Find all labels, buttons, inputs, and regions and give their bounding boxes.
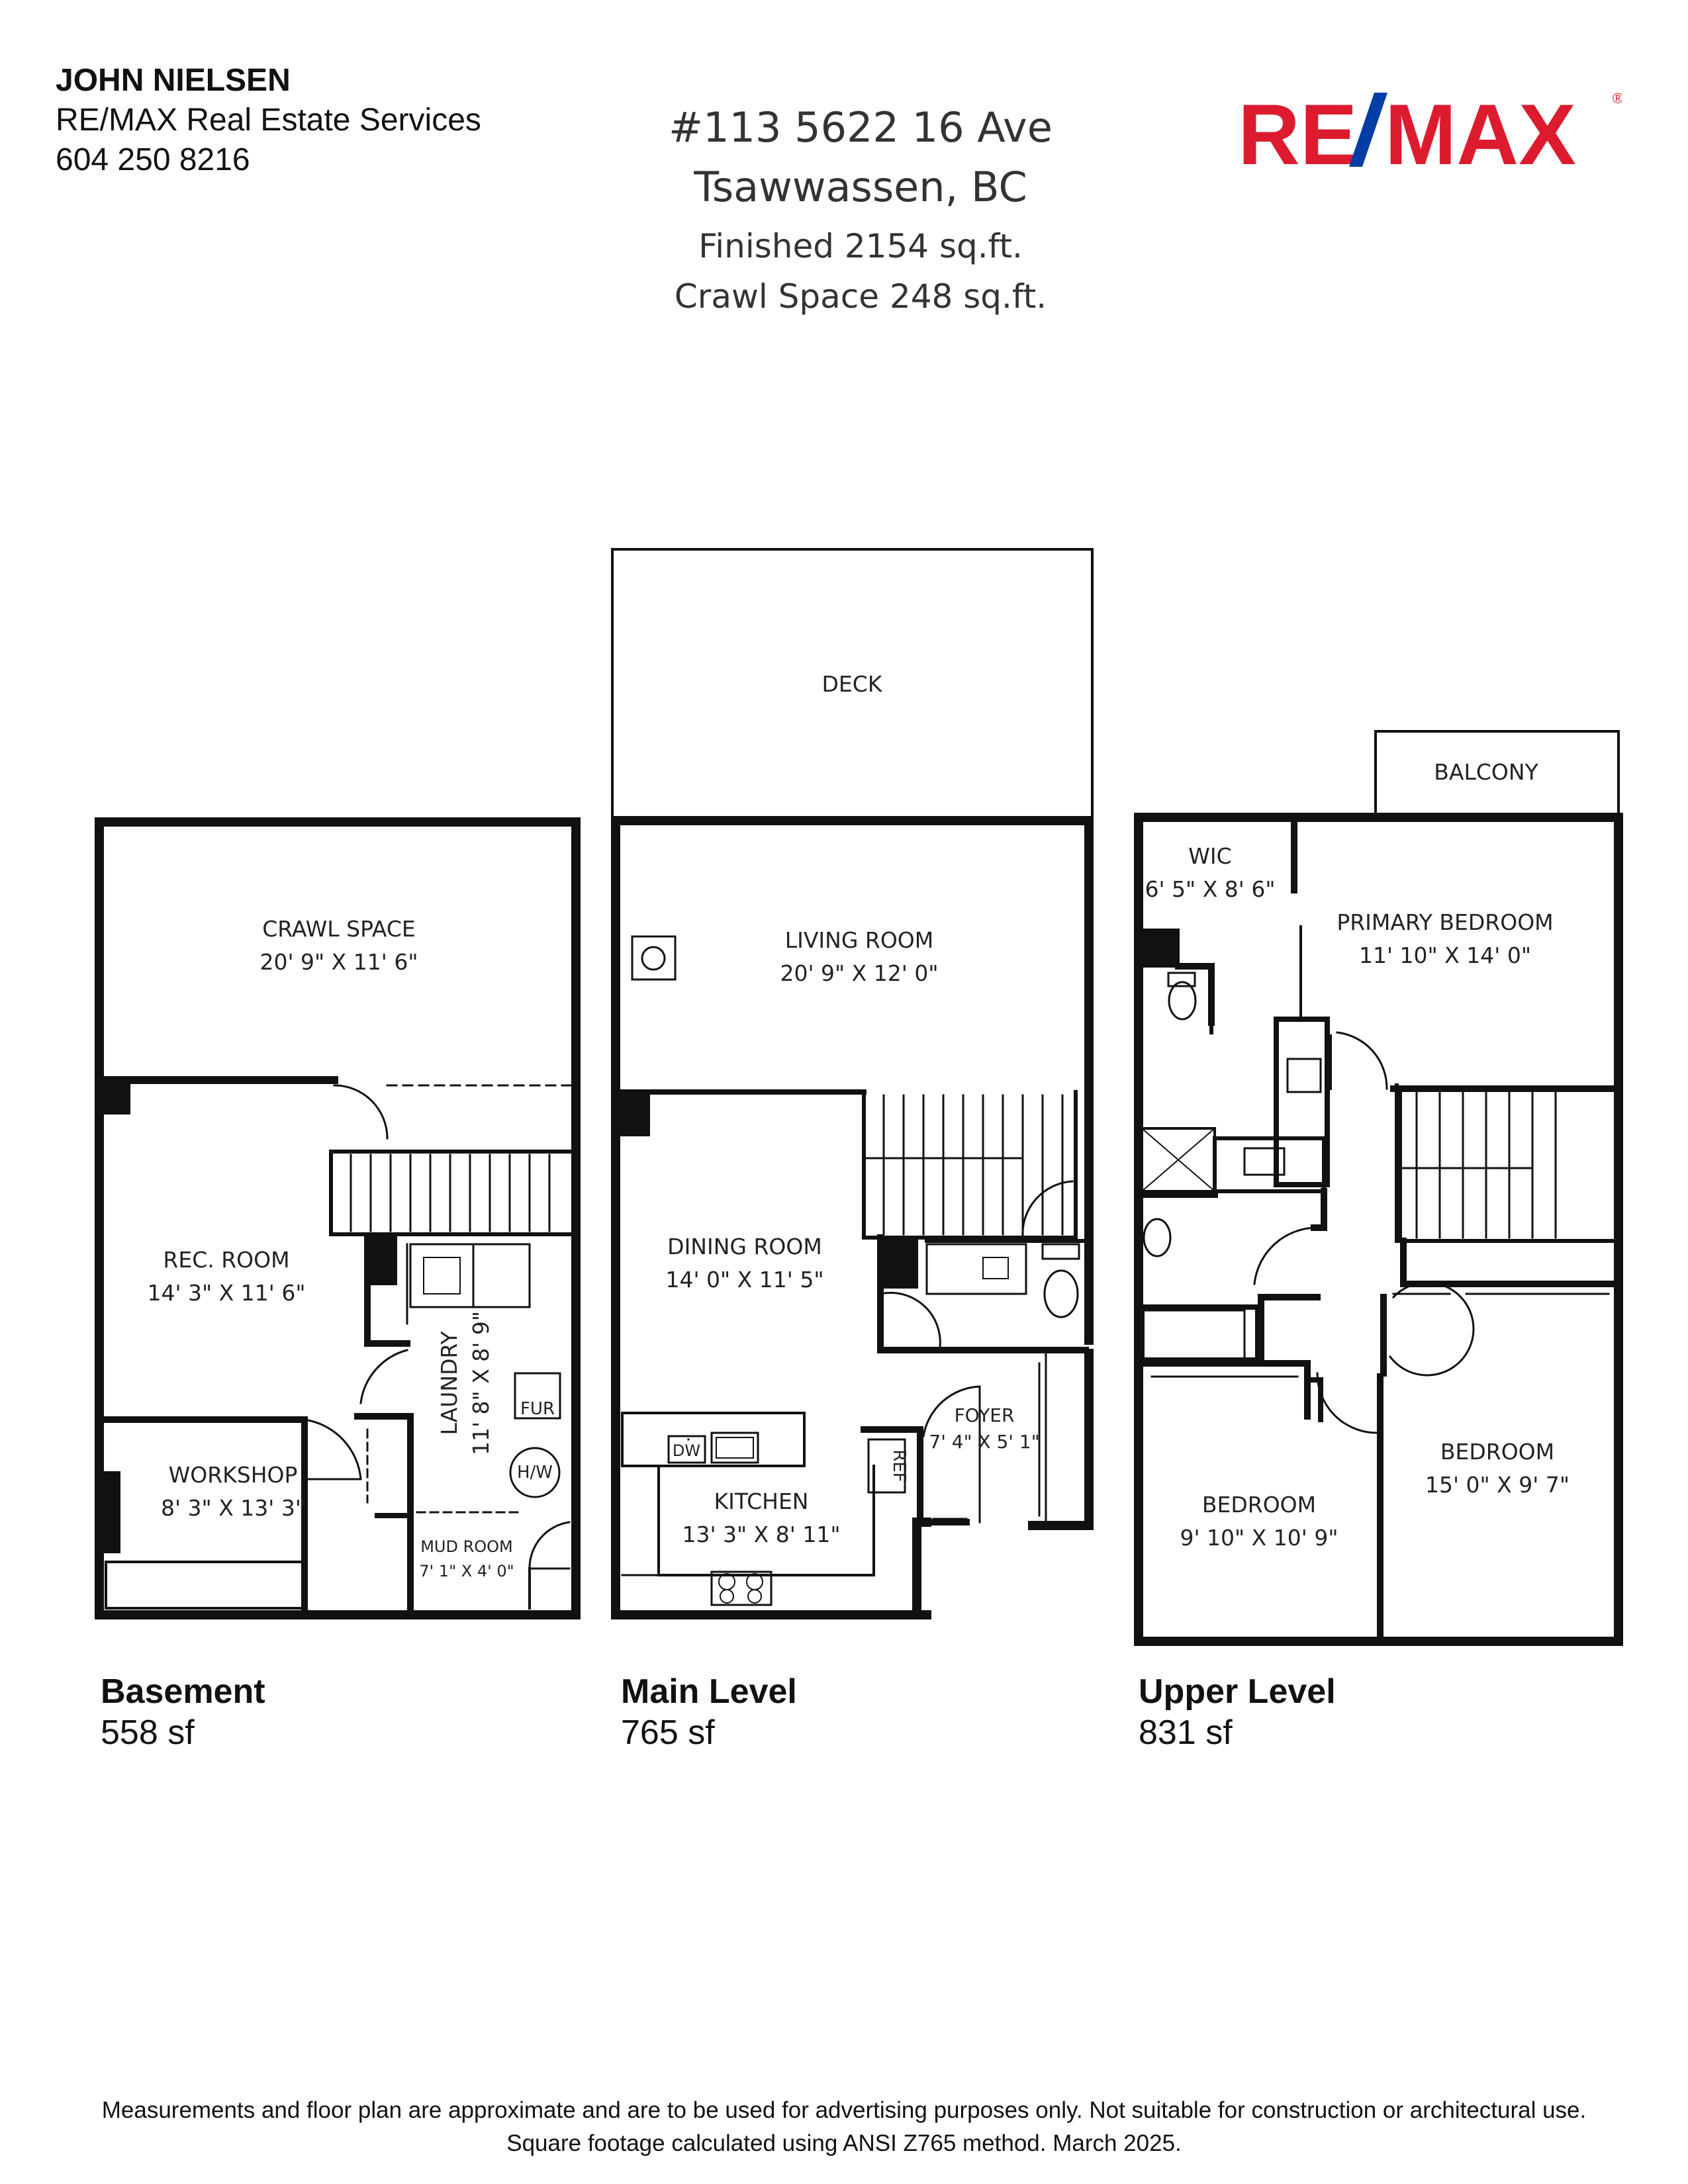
disclaimer: Measurements and floor plan are approxim… [0, 2094, 1688, 2160]
level-title: Main Level [621, 1672, 797, 1711]
crawl-space-label: CRAWL SPACE [262, 916, 416, 942]
agent-name: JOHN NIELSEN [56, 63, 291, 98]
primary-bedroom-label: PRIMARY BEDROOM [1336, 909, 1553, 935]
primary-bedroom-dims: 11' 10" X 14' 0" [1359, 942, 1531, 968]
basement-plan [95, 817, 581, 1619]
disclaimer-line1: Measurements and floor plan are approxim… [101, 2097, 1587, 2123]
crawl-space-area: Crawl Space 248 sq.ft. [674, 277, 1047, 316]
main-level-plan [611, 548, 1094, 1619]
level-title: Basement [101, 1672, 265, 1711]
bedroom-2-label: BEDROOM [1202, 1492, 1316, 1518]
upper-level-caption: Upper Level 831 sf [1139, 1671, 1336, 1753]
room-labels: CRAWL SPACE 20' 9" X 11' 6" REC. ROOM 14… [147, 671, 1570, 1580]
laundry-dims: 11' 8" X 8' 9" [468, 1311, 494, 1455]
dining-room-dims: 14' 0" X 11' 5" [665, 1267, 823, 1293]
foyer-label: FOYER [955, 1404, 1015, 1426]
agent-phone: 604 250 8216 [56, 142, 250, 177]
dining-room-label: DINING ROOM [667, 1234, 822, 1259]
finished-area: Finished 2154 sq.ft. [698, 227, 1023, 265]
agent-company: RE/MAX Real Estate Services [56, 103, 481, 138]
agent-info: JOHN NIELSEN RE/MAX Real Estate Services… [56, 61, 481, 180]
logo-text-re: RE [1238, 86, 1358, 172]
address-line2: Tsawwassen, BC [694, 163, 1027, 211]
living-room-dims: 20' 9" X 12' 0" [780, 960, 938, 986]
hot-water-label: H/W [517, 1463, 553, 1482]
workshop-dims: 8' 3" X 13' 3" [161, 1495, 305, 1521]
kitchen-label: KITCHEN [714, 1488, 809, 1514]
level-area: 831 sf [1139, 1713, 1233, 1752]
logo-slash [1349, 93, 1387, 167]
wic-label: WIC [1188, 843, 1231, 869]
laundry-label: LAUNDRY [436, 1331, 462, 1435]
rec-room-label: REC. ROOM [163, 1247, 289, 1273]
deck-label: DECK [822, 671, 883, 697]
disclaimer-line2: Square footage calculated using ANSI Z76… [506, 2130, 1182, 2156]
crawl-space-dims: 20' 9" X 11' 6" [259, 949, 418, 975]
workshop-label: WORKSHOP [169, 1462, 298, 1488]
balcony-label: BALCONY [1434, 759, 1538, 785]
living-room-label: LIVING ROOM [785, 927, 934, 953]
upper-level-plan [1134, 730, 1623, 1646]
property-info: #113 5622 16 Ave Tsawwassen, BC Finished… [579, 98, 1142, 322]
basement-caption: Basement 558 sf [101, 1671, 265, 1753]
bedroom-2-dims: 9' 10" X 10' 9" [1180, 1525, 1338, 1551]
mud-room-label: MUD ROOM [420, 1537, 513, 1556]
wic-dims: 6' 5" X 8' 6" [1145, 876, 1275, 902]
bedroom-3-dims: 15' 0" X 9' 7" [1425, 1472, 1570, 1498]
bedroom-3-label: BEDROOM [1440, 1439, 1554, 1465]
foyer-dims: 7' 4" X 5' 1" [929, 1431, 1039, 1453]
level-title: Upper Level [1139, 1672, 1336, 1711]
rec-room-dims: 14' 3" X 11' 6" [147, 1280, 305, 1306]
level-area: 765 sf [621, 1713, 715, 1752]
logo-registered: ® [1613, 90, 1622, 107]
mud-room-dims: 7' 1" X 4' 0" [419, 1562, 514, 1580]
furnace-label: FUR [520, 1399, 555, 1419]
fridge-label: REF [889, 1449, 909, 1482]
kitchen-dims: 13' 3" X 8' 11" [682, 1522, 840, 1547]
logo-text-max: MAX [1385, 86, 1576, 172]
address-line1: #113 5622 16 Ave [669, 103, 1053, 152]
level-area: 558 sf [101, 1713, 195, 1752]
main-level-caption: Main Level 765 sf [621, 1671, 797, 1753]
dishwasher-label: DW [673, 1441, 700, 1460]
remax-logo: RE MAX ® [1238, 86, 1622, 172]
